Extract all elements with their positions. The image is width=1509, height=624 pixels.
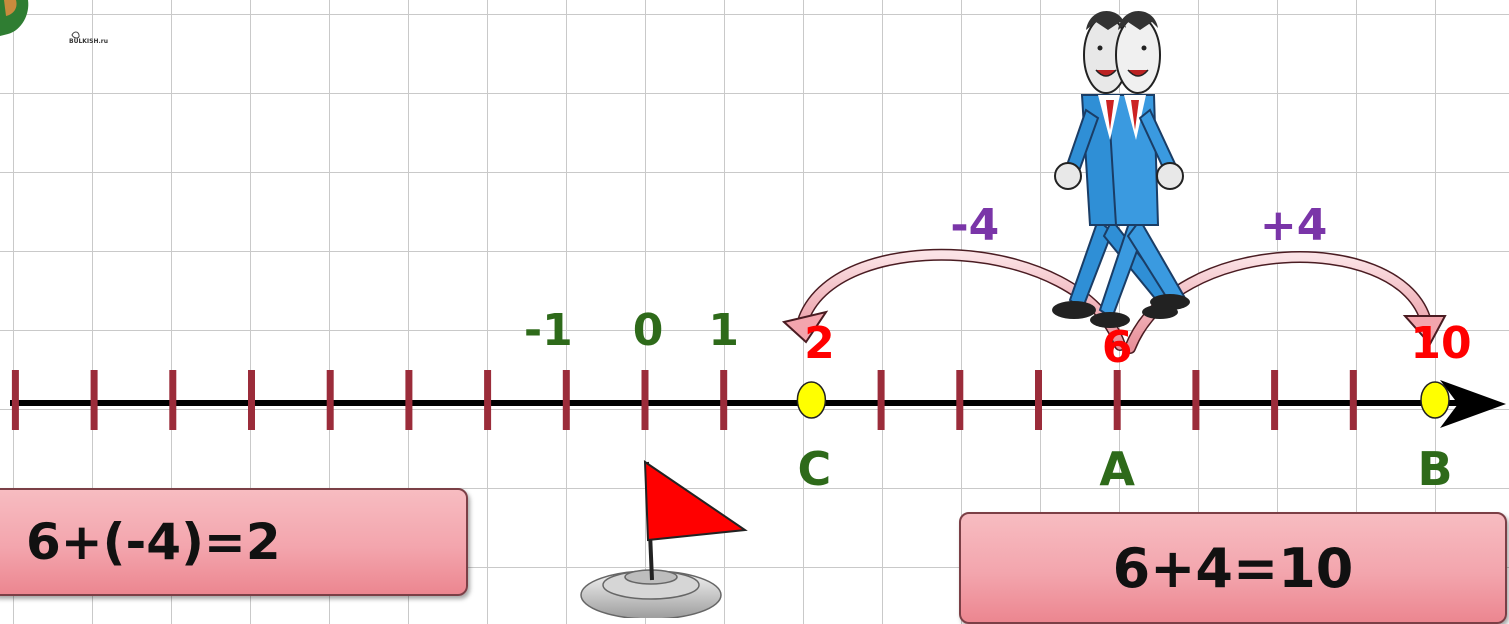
arc-left <box>781 248 1126 351</box>
tick-label--1: -1 <box>524 305 573 356</box>
tick-label-0: 0 <box>633 305 664 356</box>
logo-image <box>0 0 80 39</box>
value-label-10: 10 <box>1410 318 1471 369</box>
arrow-label-plus: +4 <box>1260 200 1327 251</box>
value-label-2: 2 <box>804 318 835 369</box>
equation-box-left: 6+(-4)=2 <box>0 488 468 596</box>
equation-left-text: 6+(-4)=2 <box>26 513 281 571</box>
arrow-label-minus: -4 <box>950 200 999 251</box>
point-label-c: C <box>798 442 832 496</box>
point-label-a: A <box>1099 442 1135 496</box>
axis-arrowhead <box>1440 380 1506 428</box>
value-label-6: 6 <box>1102 322 1133 373</box>
equation-right-text: 6+4=10 <box>1112 536 1354 600</box>
tick-label-1: 1 <box>708 305 739 356</box>
equation-box-right: 6+4=10 <box>959 512 1507 624</box>
walking-man-figure <box>1052 10 1190 328</box>
point-c-marker <box>796 381 827 419</box>
flag-icon <box>580 460 748 618</box>
tick-marks <box>11 370 1357 430</box>
point-label-b: B <box>1417 442 1452 496</box>
logo-text: BULKISH.ru <box>69 38 109 45</box>
point-b-marker <box>1420 381 1450 419</box>
